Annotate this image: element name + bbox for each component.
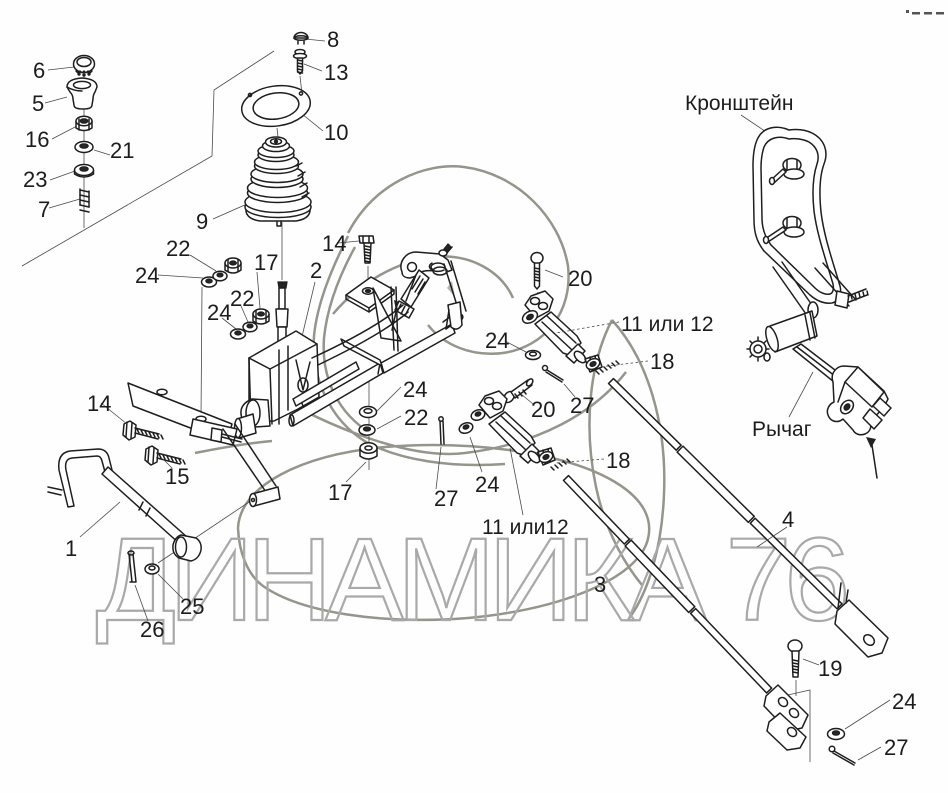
- svg-text:23: 23: [23, 167, 47, 192]
- svg-text:24: 24: [485, 328, 509, 353]
- svg-text:24: 24: [892, 689, 916, 714]
- svg-text:20: 20: [531, 397, 555, 422]
- svg-text:Рычаг: Рычаг: [752, 418, 812, 441]
- svg-text:15: 15: [165, 464, 189, 489]
- svg-text:6: 6: [33, 58, 45, 83]
- svg-text:10: 10: [324, 120, 348, 145]
- svg-text:20: 20: [568, 266, 592, 291]
- svg-text:1: 1: [65, 536, 77, 561]
- svg-text:4: 4: [782, 507, 794, 532]
- svg-text:24: 24: [135, 263, 159, 288]
- svg-text:18: 18: [606, 448, 630, 473]
- svg-text:13: 13: [324, 60, 348, 85]
- svg-text:11 или 12: 11 или 12: [621, 313, 714, 336]
- svg-text:7: 7: [38, 197, 50, 222]
- svg-text:8: 8: [327, 27, 339, 52]
- svg-text:9: 9: [196, 209, 208, 234]
- svg-text:11 или12: 11 или12: [482, 516, 569, 539]
- svg-text:26: 26: [140, 617, 164, 642]
- svg-text:3: 3: [594, 572, 606, 597]
- svg-text:17: 17: [254, 250, 278, 275]
- svg-text:19: 19: [818, 656, 842, 681]
- svg-text:17: 17: [328, 480, 352, 505]
- svg-text:Кронштейн: Кронштейн: [685, 92, 793, 115]
- svg-text:2: 2: [310, 258, 322, 283]
- svg-text:22: 22: [230, 286, 254, 311]
- svg-text:16: 16: [25, 127, 49, 152]
- svg-text:22: 22: [404, 405, 428, 430]
- svg-text:24: 24: [207, 300, 231, 325]
- svg-text:18: 18: [650, 349, 674, 374]
- svg-text:ДИНАМИКА 76: ДИНАМИКА 76: [96, 514, 850, 646]
- svg-text:5: 5: [32, 91, 44, 116]
- svg-text:27: 27: [570, 393, 594, 418]
- svg-text:27: 27: [884, 735, 908, 760]
- svg-text:14: 14: [322, 231, 346, 256]
- svg-text:27: 27: [434, 486, 458, 511]
- svg-text:14: 14: [87, 391, 111, 416]
- svg-text:24: 24: [403, 377, 427, 402]
- svg-text:24: 24: [475, 472, 499, 497]
- svg-text:25: 25: [180, 594, 204, 619]
- svg-text:21: 21: [110, 138, 134, 163]
- svg-text:22: 22: [166, 236, 190, 261]
